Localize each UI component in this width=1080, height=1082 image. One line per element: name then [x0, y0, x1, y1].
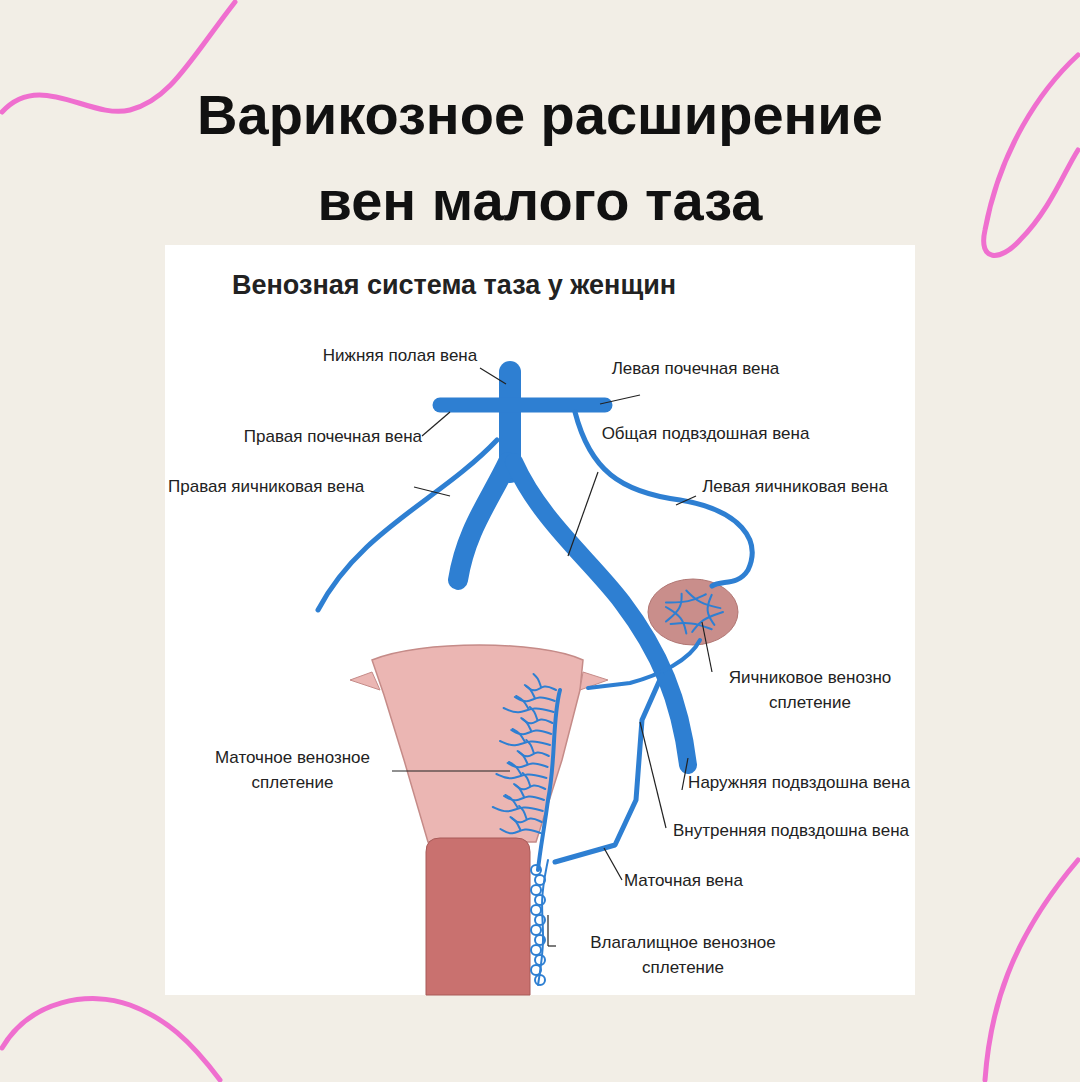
vein-label: Левая почечная вена	[608, 356, 783, 381]
plexus-label: Влагалищное венозное сплетение	[558, 930, 808, 980]
vagina	[426, 838, 530, 995]
diagram-panel	[165, 245, 915, 995]
vein-label: Маточная вена	[624, 868, 784, 893]
vein-label: Правая почечная вена	[180, 424, 422, 449]
tube-stump	[350, 672, 380, 690]
leader-lines	[392, 368, 712, 946]
plexus-label: Маточное венозное сплетение	[185, 745, 400, 795]
page-title: Варикозное расширение вен малого таза	[90, 72, 990, 244]
diagram-heading: Венозная система таза у женщин	[232, 268, 872, 302]
vein-label: Левая яичниковая вена	[690, 474, 900, 499]
plexus-label: Яичниковое венозно сплетение	[706, 665, 914, 715]
vein-label: Общая подвздошная вена	[598, 421, 813, 446]
vein-label: Внутренняя подвздошна вена	[668, 818, 914, 843]
vein-label: Нижняя полая вена	[290, 343, 510, 368]
vein-label: Наружняя подвздошна вена	[684, 770, 914, 795]
ovary	[648, 579, 738, 645]
uterus	[372, 645, 583, 842]
veins	[318, 372, 752, 870]
vein-label: Правая яичниковая вена	[168, 474, 412, 499]
